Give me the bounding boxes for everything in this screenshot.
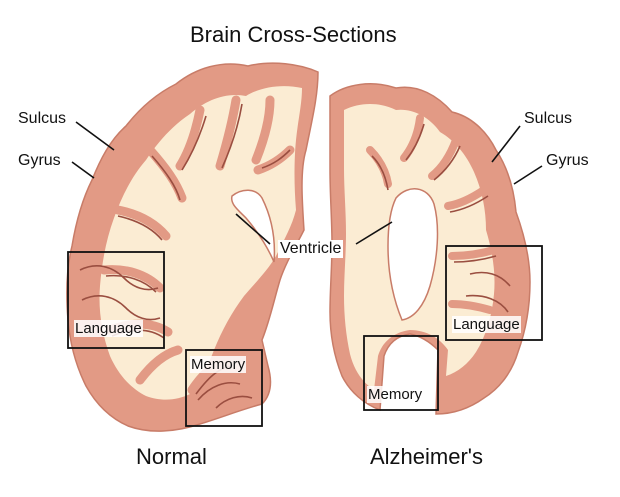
leader-lines	[71, 121, 543, 245]
left-gyrus-label: Gyrus	[18, 152, 61, 169]
region-boxes	[67, 245, 543, 427]
left-gyrus-leader	[71, 161, 95, 179]
left-sulcus-label: Sulcus	[18, 110, 67, 127]
alzheimers-language-label: Language	[452, 316, 521, 333]
alzheimers-ventricle	[387, 188, 439, 321]
right-gyrus-leader	[513, 165, 543, 185]
normal-language-box	[67, 251, 165, 349]
right-sulcus-leader	[491, 125, 521, 163]
ventricle-label: Ventricle	[278, 240, 344, 258]
normal-language-folds	[79, 265, 161, 321]
normal-memory-box	[185, 349, 263, 427]
alzheimers-language-folds	[465, 271, 511, 313]
alzheimers-sulci	[371, 123, 497, 263]
left-sulcus-leader	[75, 121, 115, 151]
normal-ventricle	[230, 189, 276, 263]
normal-caption: Normal	[136, 444, 207, 469]
alzheimers-hemisphere	[329, 83, 531, 415]
alzheimers-memory-label: Memory	[367, 386, 424, 403]
right-sulcus-label: Sulcus	[524, 110, 573, 127]
alzheimers-language-box	[445, 245, 543, 341]
left-ventricle-leader	[235, 213, 271, 245]
normal-language-label: Language	[74, 320, 143, 337]
alzheimers-memory-box	[363, 335, 439, 411]
diagram-title: Brain Cross-Sections	[190, 22, 397, 47]
normal-memory-label: Memory	[190, 356, 247, 373]
alzheimers-folds	[366, 114, 498, 314]
alzheimers-caption: Alzheimer's	[370, 444, 484, 469]
normal-memory-folds	[197, 382, 253, 409]
right-ventricle-leader	[355, 221, 393, 245]
right-gyrus-label: Gyrus	[546, 152, 589, 169]
